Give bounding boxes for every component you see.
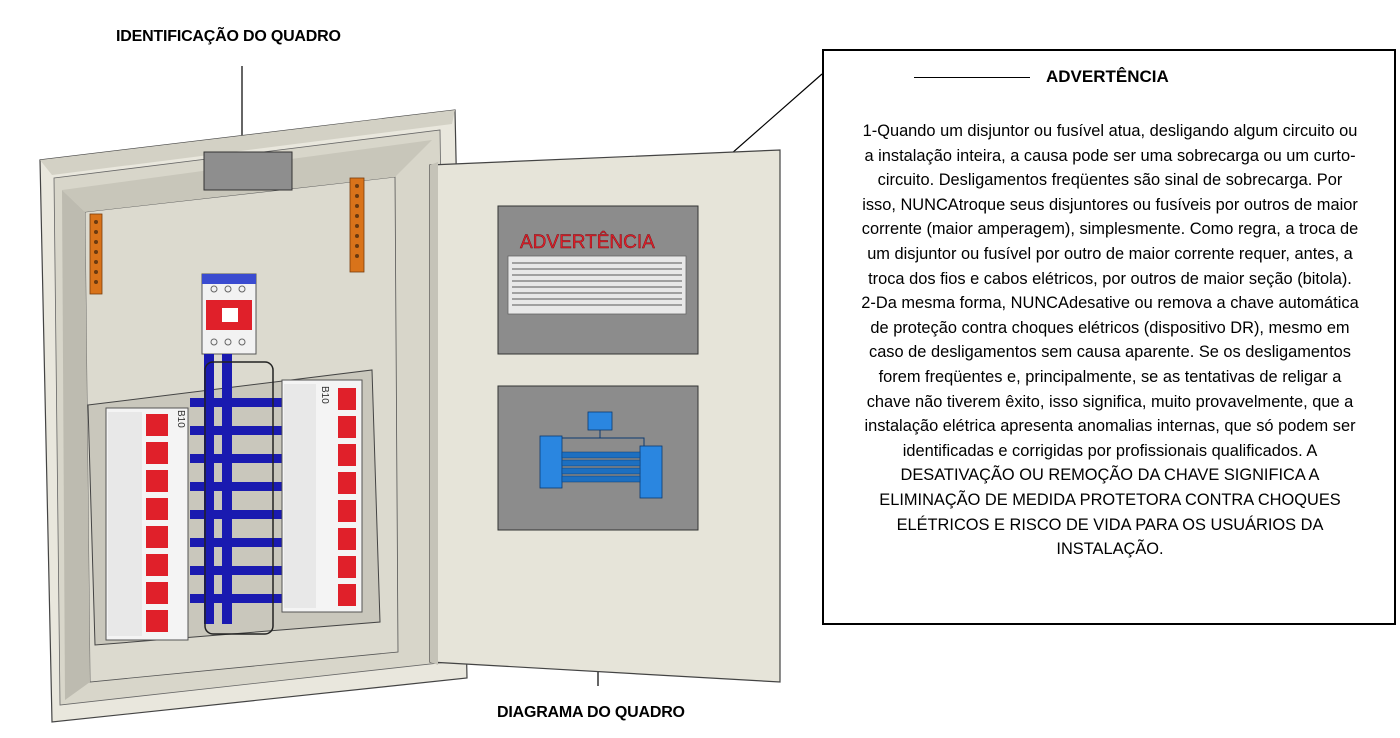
neutral-loop (204, 361, 274, 635)
diagram-label: DIAGRAMA DO QUADRO (497, 704, 685, 721)
right-breaker-rating: B10 (319, 386, 330, 404)
door-diagram-plate (497, 385, 699, 531)
terminal-block-left (89, 213, 103, 295)
identification-label: IDENTIFICAÇÃO DO QUADRO (116, 28, 341, 45)
warning-title-line (914, 77, 1030, 78)
terminal-block-right (349, 177, 365, 273)
identification-plate (203, 151, 293, 191)
bus-bars (190, 354, 290, 624)
left-breaker-column: B10 (105, 407, 189, 641)
door-warning-plate: ADVERTÊNCIA (497, 205, 699, 355)
left-breaker-rating: B10 (175, 410, 186, 428)
main-breaker (201, 273, 257, 355)
warning-text: 1-Quando um disjuntor ou fusível atua, d… (861, 122, 1359, 559)
door-edge (430, 162, 438, 665)
interior-left-wall (62, 190, 90, 700)
warning-box: ADVERTÊNCIA 1-Quando um disjuntor ou fus… (822, 49, 1396, 625)
door-warning-title: ADVERTÊNCIA (520, 231, 655, 253)
right-breaker-column: B10 (281, 379, 363, 613)
panel-frame-shadow (40, 110, 455, 175)
warning-title: ADVERTÊNCIA (1046, 67, 1169, 86)
